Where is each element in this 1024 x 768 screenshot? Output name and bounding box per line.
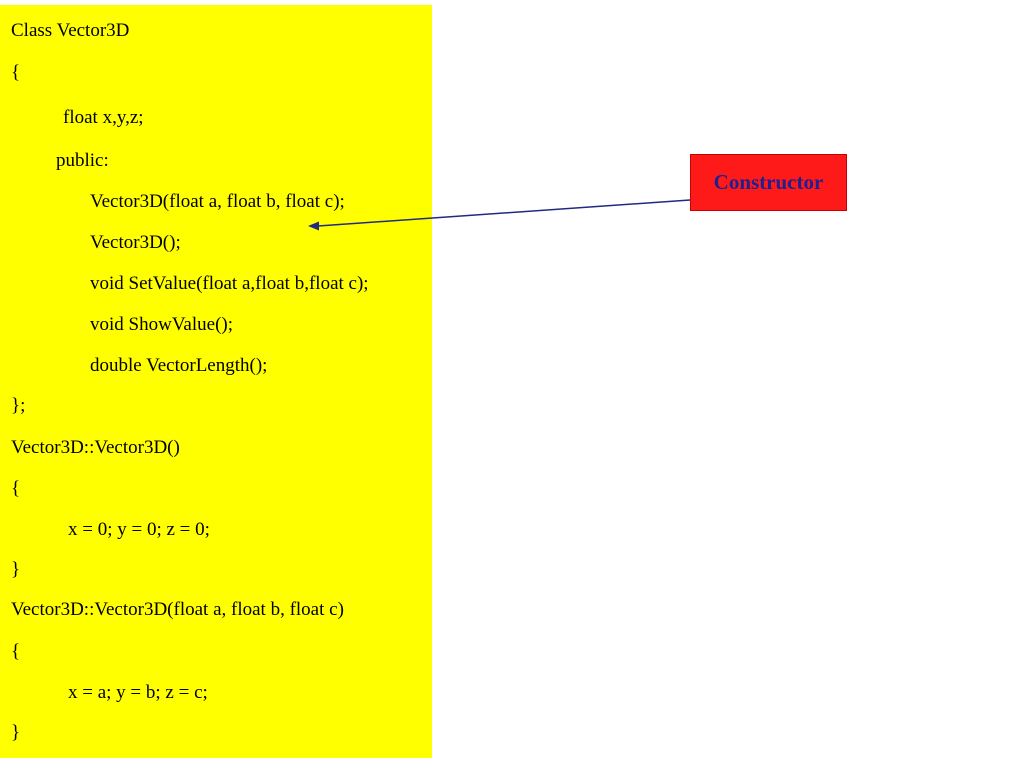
code-line-param-ctor-body: x = a; y = b; z = c; (68, 682, 208, 703)
code-line-constructor-params: Vector3D(float a, float b, float c); (90, 191, 345, 212)
code-line-setvalue: void SetValue(float a,float b,float c); (90, 273, 369, 294)
code-line-default-ctor-def: Vector3D::Vector3D() (11, 437, 180, 458)
code-line-param-ctor-def: Vector3D::Vector3D(float a, float b, flo… (11, 599, 344, 620)
code-line-open-brace: { (11, 62, 21, 83)
constructor-label: Constructor (713, 170, 824, 194)
code-line-vectorlength: double VectorLength(); (90, 355, 268, 376)
code-line-members: float x,y,z; (63, 107, 144, 128)
code-line-default-ctor-body: x = 0; y = 0; z = 0; (68, 519, 210, 540)
code-line-close-brace-3: } (11, 722, 21, 743)
code-line-constructor-default: Vector3D(); (90, 232, 181, 253)
code-line-class-declaration: Class Vector3D (11, 20, 130, 41)
code-line-class-close: }; (11, 395, 26, 416)
code-line-public: public: (56, 150, 109, 171)
constructor-callout: Constructor (690, 154, 847, 211)
code-line-open-brace-2: { (11, 478, 21, 499)
code-line-open-brace-3: { (11, 641, 21, 662)
code-line-showvalue: void ShowValue(); (90, 314, 234, 335)
code-line-close-brace-2: } (11, 559, 21, 580)
code-panel (0, 5, 432, 758)
